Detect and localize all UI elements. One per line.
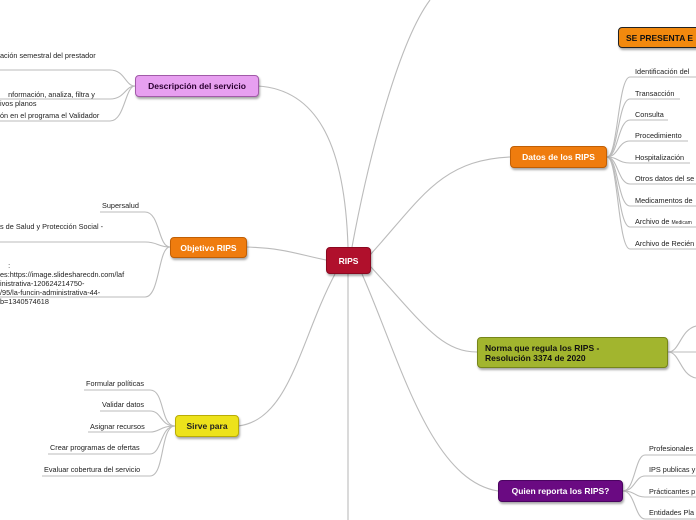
quien-node[interactable]: Quien reporta los RIPS?	[498, 480, 623, 502]
datos-leaf[interactable]: Archivo de Medicam	[635, 217, 692, 226]
objetivo-leaf[interactable]: s de Salud y Protección Social -	[0, 222, 104, 231]
quien-leaf[interactable]: Prácticantes p	[649, 487, 696, 496]
link-root-descripcion	[257, 85, 349, 248]
objetivo-leaf[interactable]: : es:https://image.slidesharecdn.com/laf…	[0, 261, 125, 306]
link-root-top	[351, 0, 431, 248]
presenta-node[interactable]: SE PRESENTA E	[618, 27, 696, 48]
sirve-label: Sirve para	[186, 421, 228, 431]
link-root-objetivo	[244, 246, 327, 261]
sirve-leaf[interactable]: Crear programas de ofertas	[50, 443, 140, 452]
quien-leaf[interactable]: IPS publicas y	[649, 465, 696, 474]
descripcion-leaf[interactable]: ón en el programa el Validador	[0, 111, 100, 120]
datos-leaf[interactable]: Transacción	[635, 89, 675, 98]
objetivo-leaf[interactable]: Supersalud	[102, 201, 139, 210]
link-root-norma	[369, 265, 478, 353]
sirve-leaf[interactable]: Formular políticas	[86, 379, 144, 388]
objetivo-label: Objetivo RIPS	[180, 242, 237, 253]
datos-leaf[interactable]: Medicamentos de	[635, 196, 693, 205]
root-node[interactable]: RIPS	[326, 247, 371, 274]
descripcion-node[interactable]: Descripción del servicio	[135, 75, 259, 97]
norma-label: Norma que regula los RIPS - Resolución 3…	[485, 342, 600, 363]
root-label: RIPS	[338, 255, 359, 266]
datos-leaf[interactable]: Archivo de Recién	[635, 239, 695, 248]
datos-leaf[interactable]: Procedimiento	[635, 131, 682, 140]
datos-leaf[interactable]: Identificación del	[635, 67, 690, 76]
sirve-leaf[interactable]: Asignar recursos	[90, 422, 145, 431]
norma-node[interactable]: Norma que regula los RIPS - Resolución 3…	[477, 337, 668, 368]
descripcion-leaf[interactable]: ación semestral del prestador	[0, 51, 96, 60]
datos-leaf[interactable]: Otros datos del se	[635, 174, 695, 183]
link-root-datos	[369, 156, 511, 256]
descripcion-leaf[interactable]: nformación, analiza, filtra y ivos plano…	[0, 90, 95, 108]
quien-leaf[interactable]: Profesionales	[649, 444, 694, 453]
objetivo-node[interactable]: Objetivo RIPS	[170, 237, 247, 258]
sirve-node[interactable]: Sirve para	[175, 415, 239, 437]
link-root-sirve	[237, 273, 336, 427]
datos-leaf[interactable]: Hospitalización	[635, 153, 685, 162]
datos-label: Datos de los RIPS	[522, 152, 595, 162]
presenta-label: SE PRESENTA E	[626, 32, 694, 43]
datos-node[interactable]: Datos de los RIPS	[510, 146, 607, 168]
sirve-leaf[interactable]: Validar datos	[102, 400, 145, 409]
link-root-quien	[361, 273, 499, 492]
quien-label: Quien reporta los RIPS?	[511, 486, 610, 496]
sirve-leaf[interactable]: Evaluar cobertura del servicio	[44, 465, 141, 474]
descripcion-label: Descripción del servicio	[148, 81, 246, 91]
quien-leaf[interactable]: Entidades Pla	[649, 508, 695, 517]
datos-leaf[interactable]: Consulta	[635, 110, 664, 119]
